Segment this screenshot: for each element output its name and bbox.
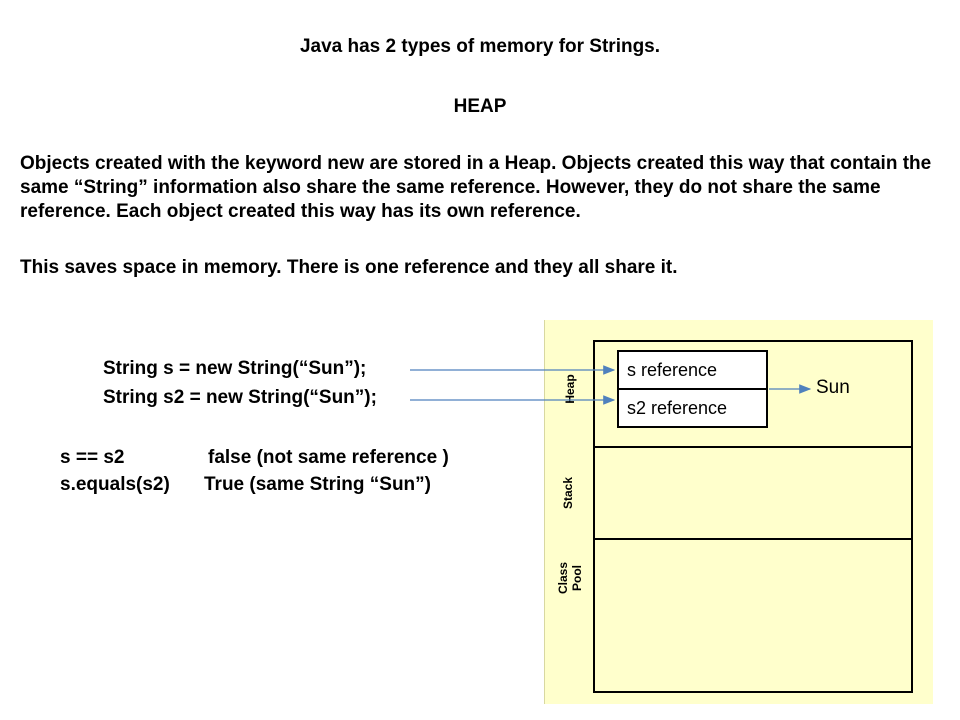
equals-comparison-expr: s.equals(s2): [60, 474, 170, 495]
slide-title: Java has 2 types of memory for Strings.: [299, 36, 661, 57]
eq-comparison-expr: s == s2: [60, 447, 125, 468]
s2-reference-box: s2 reference: [617, 388, 768, 428]
code-line-s2: String s2 = new String(“Sun”);: [103, 387, 377, 408]
stack-region: [593, 446, 913, 540]
eq-comparison-result: false (not same reference ): [208, 447, 449, 468]
section-heading: HEAP: [453, 96, 507, 117]
s-reference-box: s reference: [617, 350, 768, 390]
memory-note: This saves space in memory. There is one…: [20, 257, 678, 278]
code-line-s: String s = new String(“Sun”);: [103, 358, 367, 379]
heap-explanation: Objects created with the keyword new are…: [20, 153, 932, 222]
class-pool-region: [593, 538, 913, 693]
sun-value: Sun: [816, 377, 850, 398]
equals-comparison-result: True (same String “Sun”): [204, 474, 431, 495]
